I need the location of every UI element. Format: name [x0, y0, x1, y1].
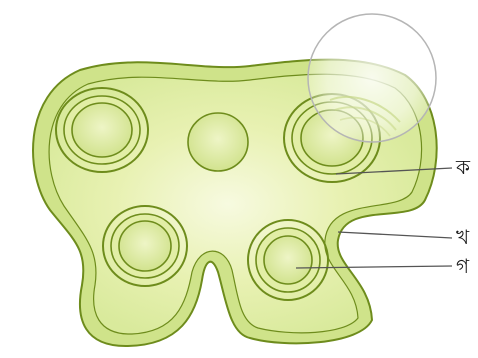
label-ka: ক: [456, 157, 470, 177]
leader-line-kha: [338, 232, 452, 238]
pollen-sac-bottom-right: [248, 220, 328, 300]
pollen-sac-bottom-left: [103, 206, 187, 286]
connective-tissue: [188, 113, 248, 171]
label-kha: খ: [456, 227, 469, 247]
pollen-sac-top-left: [56, 88, 148, 172]
magnifier-lens: [308, 14, 436, 142]
label-ga: গ: [456, 256, 469, 276]
